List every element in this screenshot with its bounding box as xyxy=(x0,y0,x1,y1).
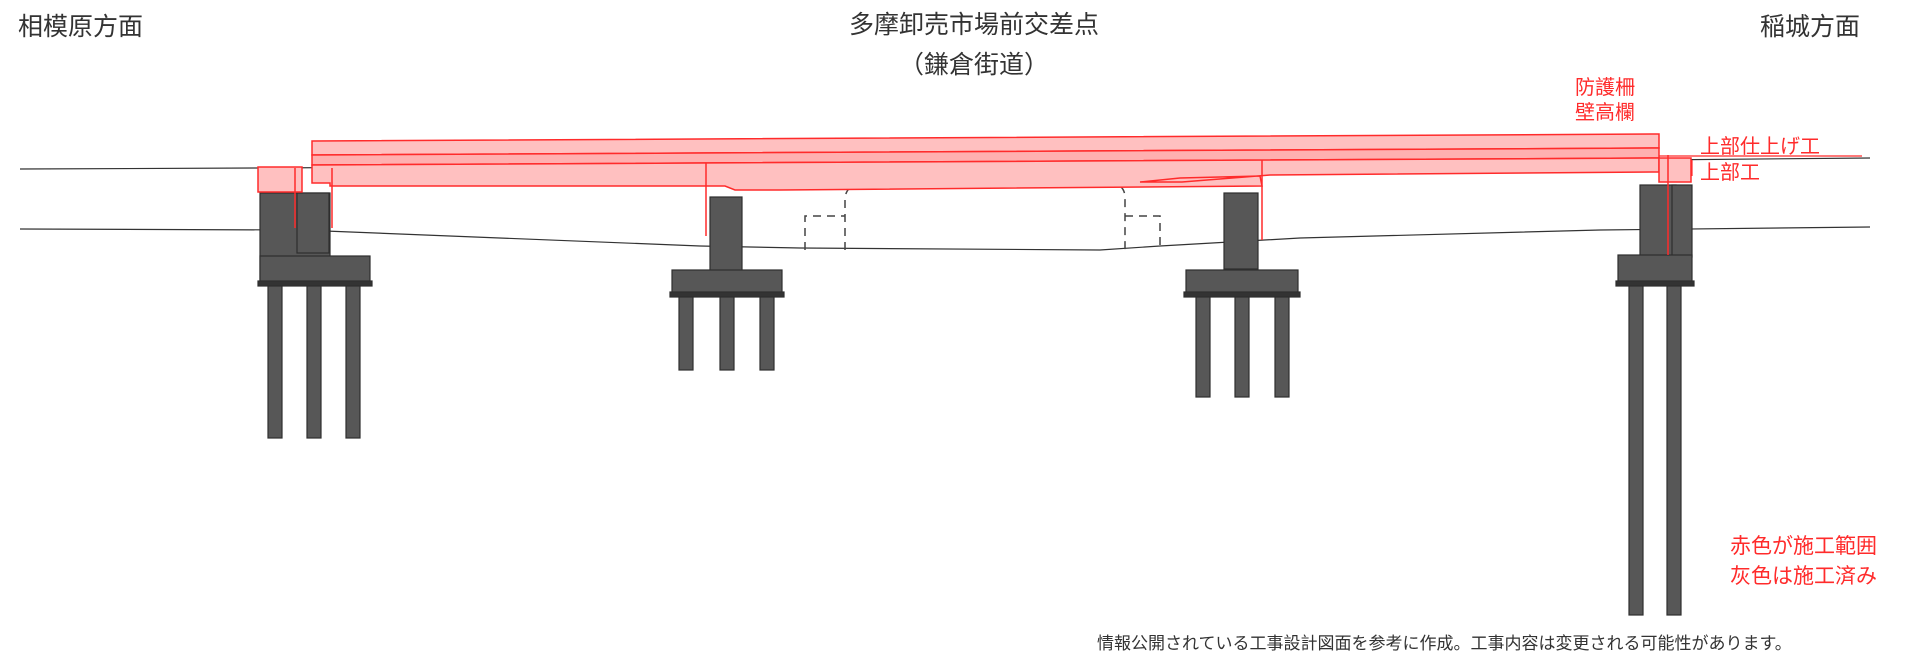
pier-1 xyxy=(669,196,785,371)
right-direction-label: 稲城方面 xyxy=(1760,12,1861,41)
completed-structures xyxy=(257,184,1695,616)
construction-range xyxy=(257,133,1862,255)
intersection-name: 多摩卸売市場前交差点 xyxy=(848,10,1099,39)
left-direction-label: 相模原方面 xyxy=(18,12,144,41)
left-abutment xyxy=(257,192,373,439)
lower-ground-line xyxy=(19,226,1871,251)
guard-fence-label: 防護柵 xyxy=(1575,75,1635,99)
right-abutment-cap xyxy=(1658,157,1692,183)
right-abutment xyxy=(1615,184,1695,616)
footnote: 情報公開されている工事設計図面を参考に作成。工事内容は変更される可能性があります… xyxy=(1097,634,1792,654)
legend-construction-range: 赤色が施工範囲 xyxy=(1730,534,1877,558)
legend-completed: 灰色は施工済み xyxy=(1730,564,1877,588)
road-name: （鎌倉街道） xyxy=(898,50,1049,79)
existing-road-outline xyxy=(804,181,1161,250)
wall-railing-label: 壁高欄 xyxy=(1575,100,1635,124)
superstructure-finishing-label: 上部仕上げ工 xyxy=(1700,134,1820,158)
superstructure-girder xyxy=(311,157,1660,191)
pier-2 xyxy=(1183,192,1301,398)
superstructure-label: 上部工 xyxy=(1700,160,1760,184)
